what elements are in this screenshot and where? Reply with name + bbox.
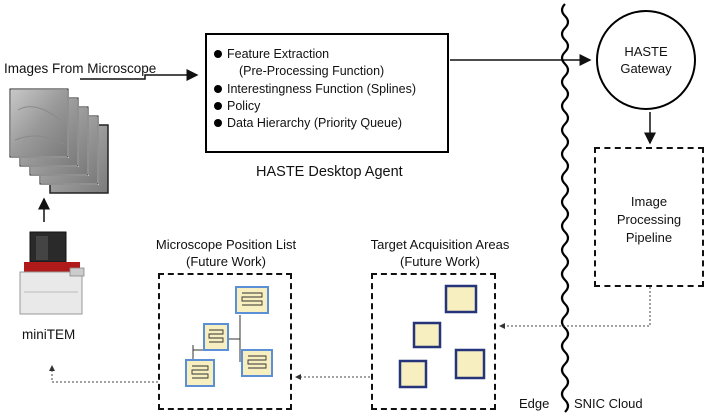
image-processing-pipeline-box: Image Processing Pipeline [594, 147, 704, 287]
images-from-microscope-label: Images From Microscope [4, 61, 157, 76]
cloud-zone-label: SNIC Cloud [574, 396, 643, 411]
bullet-icon [214, 102, 222, 110]
bullet-icon [214, 119, 222, 127]
position-list-box [158, 273, 292, 410]
position-list-tiles [185, 286, 273, 387]
position-tile [235, 286, 269, 314]
position-list-title: Microscope Position List [155, 237, 297, 252]
position-tile [185, 359, 215, 387]
target-area-tile [412, 321, 442, 349]
desktop-agent-box: Feature Extraction (Pre-Processing Funct… [205, 33, 449, 153]
target-area-tile [444, 284, 478, 314]
pipeline-line1: Image [630, 194, 668, 209]
target-areas-subtitle: (Future Work) [400, 254, 480, 269]
arrow-positions-to-minitem [49, 365, 158, 383]
position-tile [203, 323, 229, 351]
minitem-device [19, 231, 85, 315]
target-areas-title: Target Acquisition Areas [370, 237, 510, 252]
edge-zone-label: Edge [519, 396, 550, 411]
target-area-tiles [398, 284, 486, 389]
agent-item-data-hierarchy: Data Hierarchy (Priority Queue) [214, 116, 402, 131]
bullet-icon [214, 50, 222, 58]
target-area-tile [454, 348, 486, 380]
target-areas-box [371, 273, 496, 410]
agent-item-interestingness: Interestingness Function (Splines) [214, 82, 416, 97]
arrow-images-to-agent [80, 69, 199, 81]
bullet-icon [214, 85, 222, 93]
minitem-label: miniTEM [22, 327, 76, 342]
agent-item-policy: Policy [214, 99, 260, 114]
pipeline-line3: Pipeline [625, 230, 673, 245]
position-list-subtitle: (Future Work) [186, 254, 266, 269]
agent-item-preprocessing: (Pre-Processing Function) [239, 64, 385, 78]
microscope-image-stack [9, 88, 109, 194]
target-area-tile [398, 359, 428, 389]
haste-gateway: HASTE Gateway [596, 10, 696, 110]
gateway-line2: Gateway [620, 61, 672, 76]
edge-cloud-boundary [560, 3, 570, 413]
desktop-agent-title: HASTE Desktop Agent [256, 164, 403, 180]
gateway-line1: HASTE [624, 44, 668, 59]
position-tile [241, 349, 273, 377]
pipeline-line2: Processing [616, 212, 682, 227]
arrow-pipeline-to-targets [499, 287, 651, 329]
agent-item-feature-extraction: Feature Extraction [214, 47, 329, 62]
